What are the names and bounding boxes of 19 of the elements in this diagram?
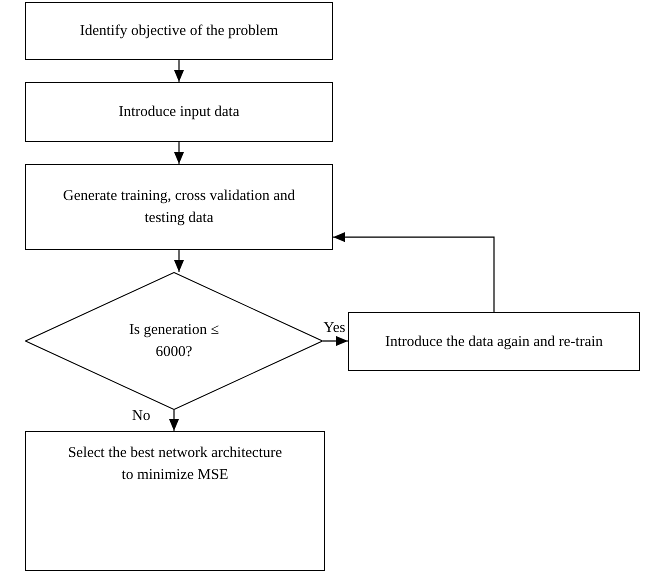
arrow xyxy=(169,410,179,431)
process-box xyxy=(348,312,640,371)
node-text: Introduce the data again and re-train xyxy=(384,332,604,352)
arrow xyxy=(174,250,184,272)
arrow xyxy=(333,232,495,312)
process-box xyxy=(25,82,333,142)
process-box xyxy=(25,164,333,250)
node-text: Generate training, cross validation and testing data xyxy=(62,187,296,228)
node-text: Is generation ≤ 6000? xyxy=(128,321,220,362)
arrow xyxy=(174,60,184,82)
decision-diamond xyxy=(25,272,323,410)
arrow xyxy=(174,142,184,164)
process-box xyxy=(25,2,333,60)
node-text: Identify objective of the problem xyxy=(78,22,280,41)
node-text: Select the best network architecture to minimize MSE xyxy=(66,444,284,485)
node-text: Introduce input data xyxy=(118,103,240,122)
edge-label: No xyxy=(130,408,152,424)
arrow xyxy=(323,336,348,346)
process-box xyxy=(25,431,325,571)
